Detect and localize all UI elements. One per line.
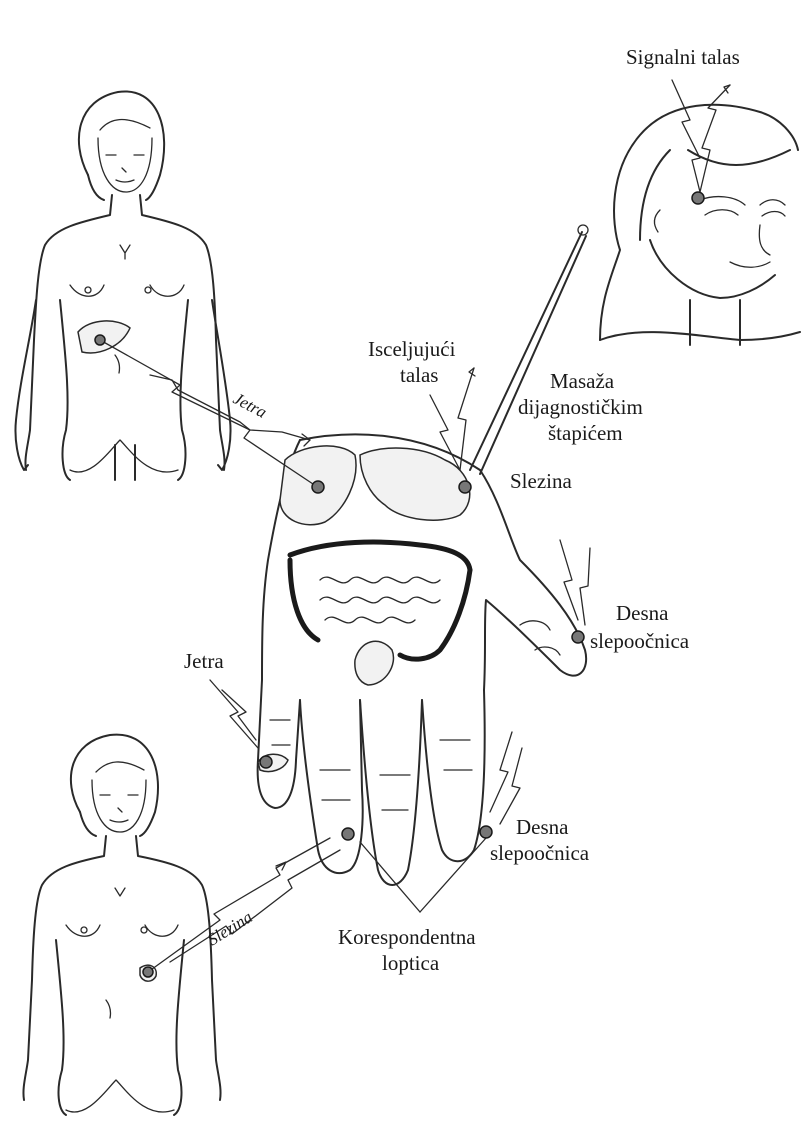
- label-corresponding-ball-line1: Korespondentna: [338, 925, 476, 949]
- point-ring-finger-ball: [342, 828, 354, 840]
- label-signal-wave: Signalni talas: [626, 45, 740, 69]
- female-figure-bottom: [23, 735, 220, 1115]
- label-liver-left: Jetra: [184, 649, 224, 673]
- point-hand-liver: [312, 481, 324, 493]
- point-head-temple: [692, 192, 704, 204]
- label-finger-temple-line1: Desna: [516, 815, 569, 839]
- head-portrait: [600, 105, 800, 345]
- label-healing-wave-line2: talas: [400, 363, 438, 387]
- label-spleen-hand: Slezina: [510, 469, 572, 493]
- point-pinky-liver: [260, 756, 272, 768]
- female-figure-top: [15, 91, 230, 480]
- label-spleen-arrow-bottom: Slezina: [204, 907, 256, 949]
- label-thumb-temple-line1: Desna: [616, 601, 669, 625]
- point-hand-spleen: [459, 481, 471, 493]
- label-massage-line1: Masaža: [550, 369, 615, 393]
- label-corresponding-ball-line2: loptica: [382, 951, 440, 975]
- label-finger-temple-line2: slepoočnica: [490, 841, 590, 865]
- signal-waves: [100, 80, 730, 972]
- label-liver-arrow-top: Jetra: [230, 389, 270, 422]
- label-massage-line3: štapićem: [548, 421, 623, 445]
- point-index-temple: [480, 826, 492, 838]
- point-thumb-temple: [572, 631, 584, 643]
- label-thumb-temple-line2: slepoočnica: [590, 629, 690, 653]
- label-healing-wave-line1: Isceljujući: [368, 337, 456, 361]
- point-top-woman-liver: [95, 335, 105, 345]
- point-bottom-woman-spleen: [143, 967, 153, 977]
- label-massage-line2: dijagnostičkim: [518, 395, 643, 419]
